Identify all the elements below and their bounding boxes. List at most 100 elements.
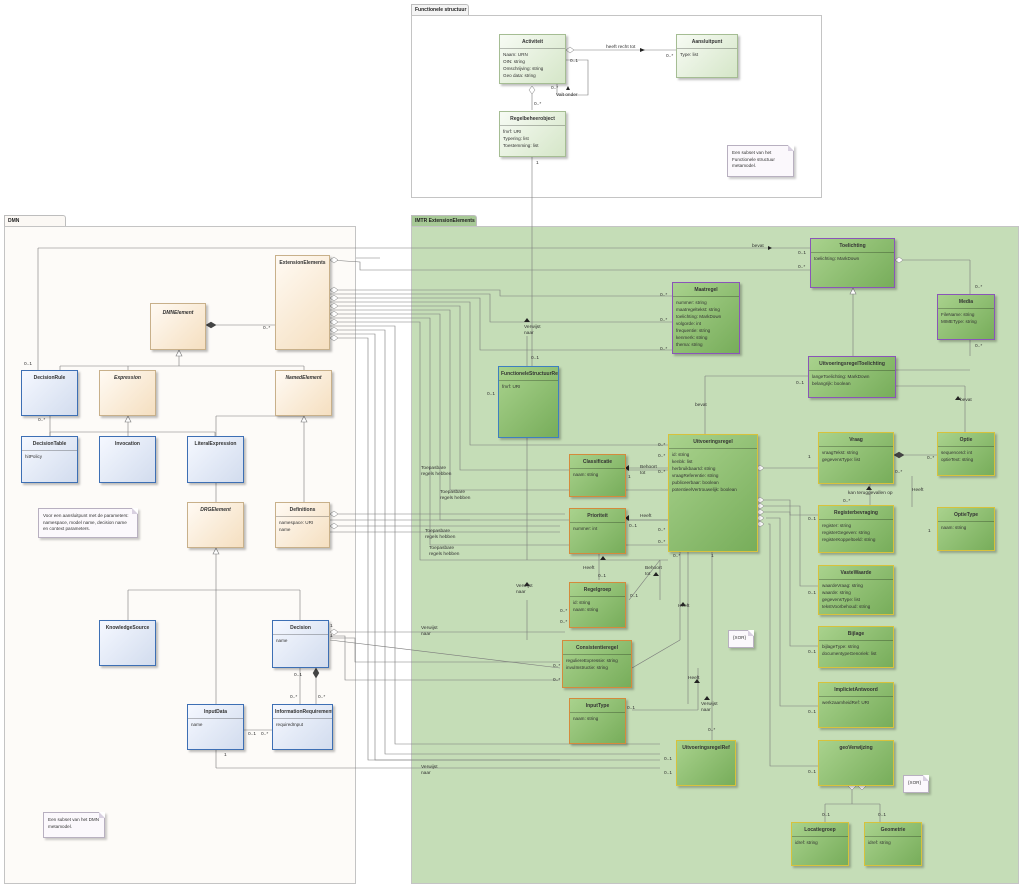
class-attributes: name (188, 718, 243, 730)
class-name: Vraag (849, 437, 863, 443)
class-media[interactable]: Media FileName: string MIMEType: string (937, 294, 995, 340)
multiplicity: 0..* (263, 326, 271, 331)
class-regelbeheerobject[interactable]: Regelbeheerobject fmrf: URI Typering: li… (499, 111, 566, 157)
attribute: belangrijk: boolean (812, 381, 851, 386)
multiplicity: 0..1 (248, 732, 257, 737)
multiplicity: 0..1 (822, 813, 831, 818)
class-name: UitvoeringsregelToelichting (819, 361, 885, 367)
class-aansluitpunt[interactable]: Aansluitpunt Type: list (676, 34, 738, 78)
attribute: hitPolicy (25, 454, 43, 459)
class-extensionelements[interactable]: ExtensionElements (275, 255, 330, 350)
class-activiteit[interactable]: Activiteit Naam: URN OIN: string Omschri… (499, 34, 566, 84)
assoc-label: heeft recht tot (606, 45, 636, 50)
attribute: nummer: int (573, 526, 598, 531)
class-uitvoeringsregelref[interactable]: UitvoeringsregelRef (676, 740, 736, 786)
class-inputdata[interactable]: InputData name (187, 704, 244, 750)
class-decisionrule[interactable]: DecisionRule (21, 370, 78, 416)
class-attributes: bijlageType: string documentypeGenoriek:… (819, 640, 893, 659)
class-expression[interactable]: Expression (99, 370, 156, 416)
class-name: KnowledgeSource (105, 625, 150, 631)
class-uitvoeringsregeltoelichting[interactable]: UitvoeringsregelToelichting langeToelich… (808, 356, 896, 398)
class-dmnelement[interactable]: DMNElement (150, 303, 206, 350)
assoc-label: Heeft (583, 566, 595, 571)
attribute: register: string (822, 523, 852, 528)
multiplicity: 1 (808, 455, 811, 460)
class-name: DecisionTable (32, 441, 67, 447)
attribute: name (276, 638, 288, 643)
class-decisiontable[interactable]: DecisionTable hitPolicy (21, 436, 78, 483)
attribute: idref: string (795, 840, 818, 845)
class-functionelestructuurref[interactable]: FunctioneleStructuurRef fmrf: URI (498, 366, 559, 438)
multiplicity: 0..* (975, 344, 983, 349)
class-name: Locatiegroep (804, 827, 836, 833)
multiplicity: 0..1 (570, 59, 579, 64)
class-prioriteit[interactable]: Prioriteit nummer: int (569, 508, 626, 554)
class-name: InputData (203, 709, 228, 715)
class-vastewaarde[interactable]: VasteWaarde waardeVraag: string waarde: … (818, 565, 894, 615)
class-name: Geometrie (880, 827, 906, 833)
attribute: requiredInput (276, 722, 304, 727)
class-consistentieregel[interactable]: Consistentieregel reguliereExpressie: st… (562, 640, 632, 688)
class-name: InformationRequirement (275, 709, 333, 715)
class-geometrie[interactable]: Geometrie idref: string (864, 822, 922, 866)
assoc-label: bevat (752, 244, 764, 249)
class-name: ImplicietAntwoord (834, 687, 878, 693)
class-informationrequirement[interactable]: InformationRequirement requiredInput (272, 704, 333, 750)
class-classificatie[interactable]: Classificatie naam: string (569, 454, 626, 497)
class-namedelement[interactable]: NamedElement (275, 370, 332, 416)
attribute: volgorde: int (676, 321, 702, 326)
class-attributes: sequenceId: int optieText: string (938, 446, 994, 465)
multiplicity: 0..1 (878, 813, 887, 818)
class-registerbevraging[interactable]: Registerbevraging register: string regis… (818, 505, 894, 553)
attribute: langeToelichting: MarkDown (812, 374, 870, 379)
multiplicity: 0..* (261, 732, 269, 737)
class-regelgroep[interactable]: Regelgroep id: string naam: string (569, 582, 626, 628)
attribute: naam: string (941, 525, 967, 530)
class-attributes: name (273, 634, 328, 646)
class-toelichting[interactable]: Toelichting toelichting: MarkDown (810, 238, 895, 288)
class-inputtype[interactable]: InputType naam: string (569, 698, 626, 744)
class-name: Uitvoeringsregel (693, 439, 733, 445)
class-decision[interactable]: Decision name (272, 620, 329, 668)
class-definitions[interactable]: Definitions namespace: URI name (275, 502, 330, 548)
attribute: naam: string (573, 472, 599, 477)
class-maatregel[interactable]: Maatregel nummer: string maatregeltekst:… (672, 282, 740, 354)
attribute: tekstVoorbehoud: string (822, 604, 871, 609)
class-name: UitvoeringsregelRef (682, 745, 730, 751)
assoc-label: Toepasbare regels hebben (425, 529, 456, 540)
attribute: id: string (573, 600, 591, 605)
note-xor: {XOR} (728, 630, 754, 648)
attribute: Typering: list (503, 136, 529, 141)
class-impliciet-antwoord[interactable]: ImplicietAntwoord werkzaamheidRef: URI (818, 682, 894, 728)
class-knowledgesource[interactable]: KnowledgeSource (99, 620, 156, 666)
class-attributes: langeToelichting: MarkDown belangrijk: b… (809, 370, 895, 389)
class-optietype[interactable]: OptieType naam: string (937, 507, 995, 551)
attribute: name (191, 722, 203, 727)
class-locatiegroep[interactable]: Locatiegroep idref: string (791, 822, 849, 866)
multiplicity: 1 (224, 753, 227, 758)
attribute: registerGegeven: string (822, 530, 870, 535)
attribute: documentypeGenoriek: list (822, 651, 877, 656)
class-bijlage[interactable]: Bijlage bijlageType: string documentypeG… (818, 626, 894, 668)
assoc-label: Behoort tot (645, 566, 662, 577)
attribute: Toestemming: list (503, 143, 539, 148)
class-uitvoeringsregel[interactable]: Uitvoeringsregel id: string kenbk: list … (668, 434, 758, 552)
class-vraag[interactable]: Vraag vraagTekst: string gegevensType: l… (818, 432, 894, 484)
class-literalexpression[interactable]: LiteralExpression (187, 436, 244, 483)
class-optie[interactable]: Optie sequenceId: int optieText: string (937, 432, 995, 476)
attribute: werkzaamheidRef: URI (822, 700, 870, 705)
class-geoverwijzing[interactable]: geoVerwijzing (818, 740, 894, 786)
multiplicity: 0..* (708, 728, 716, 733)
class-invocation[interactable]: Invocation (99, 436, 156, 483)
multiplicity: 0..1 (664, 771, 673, 776)
class-attributes: naam: string (938, 521, 994, 533)
multiplicity: 0..* (658, 528, 666, 533)
attribute: maatregeltekst: string (676, 307, 720, 312)
class-drgelement[interactable]: DRGElement (187, 502, 244, 548)
package-tab: Functionele structuur (411, 4, 469, 15)
multiplicity: 0..* (560, 620, 568, 625)
class-attributes: waardeVraag: string waarde: string gegev… (819, 579, 893, 612)
class-attributes: register: string registerGegeven: string… (819, 519, 893, 545)
attribute: vraagTekst: string (822, 450, 858, 455)
class-name: VasteWaarde (840, 570, 872, 576)
